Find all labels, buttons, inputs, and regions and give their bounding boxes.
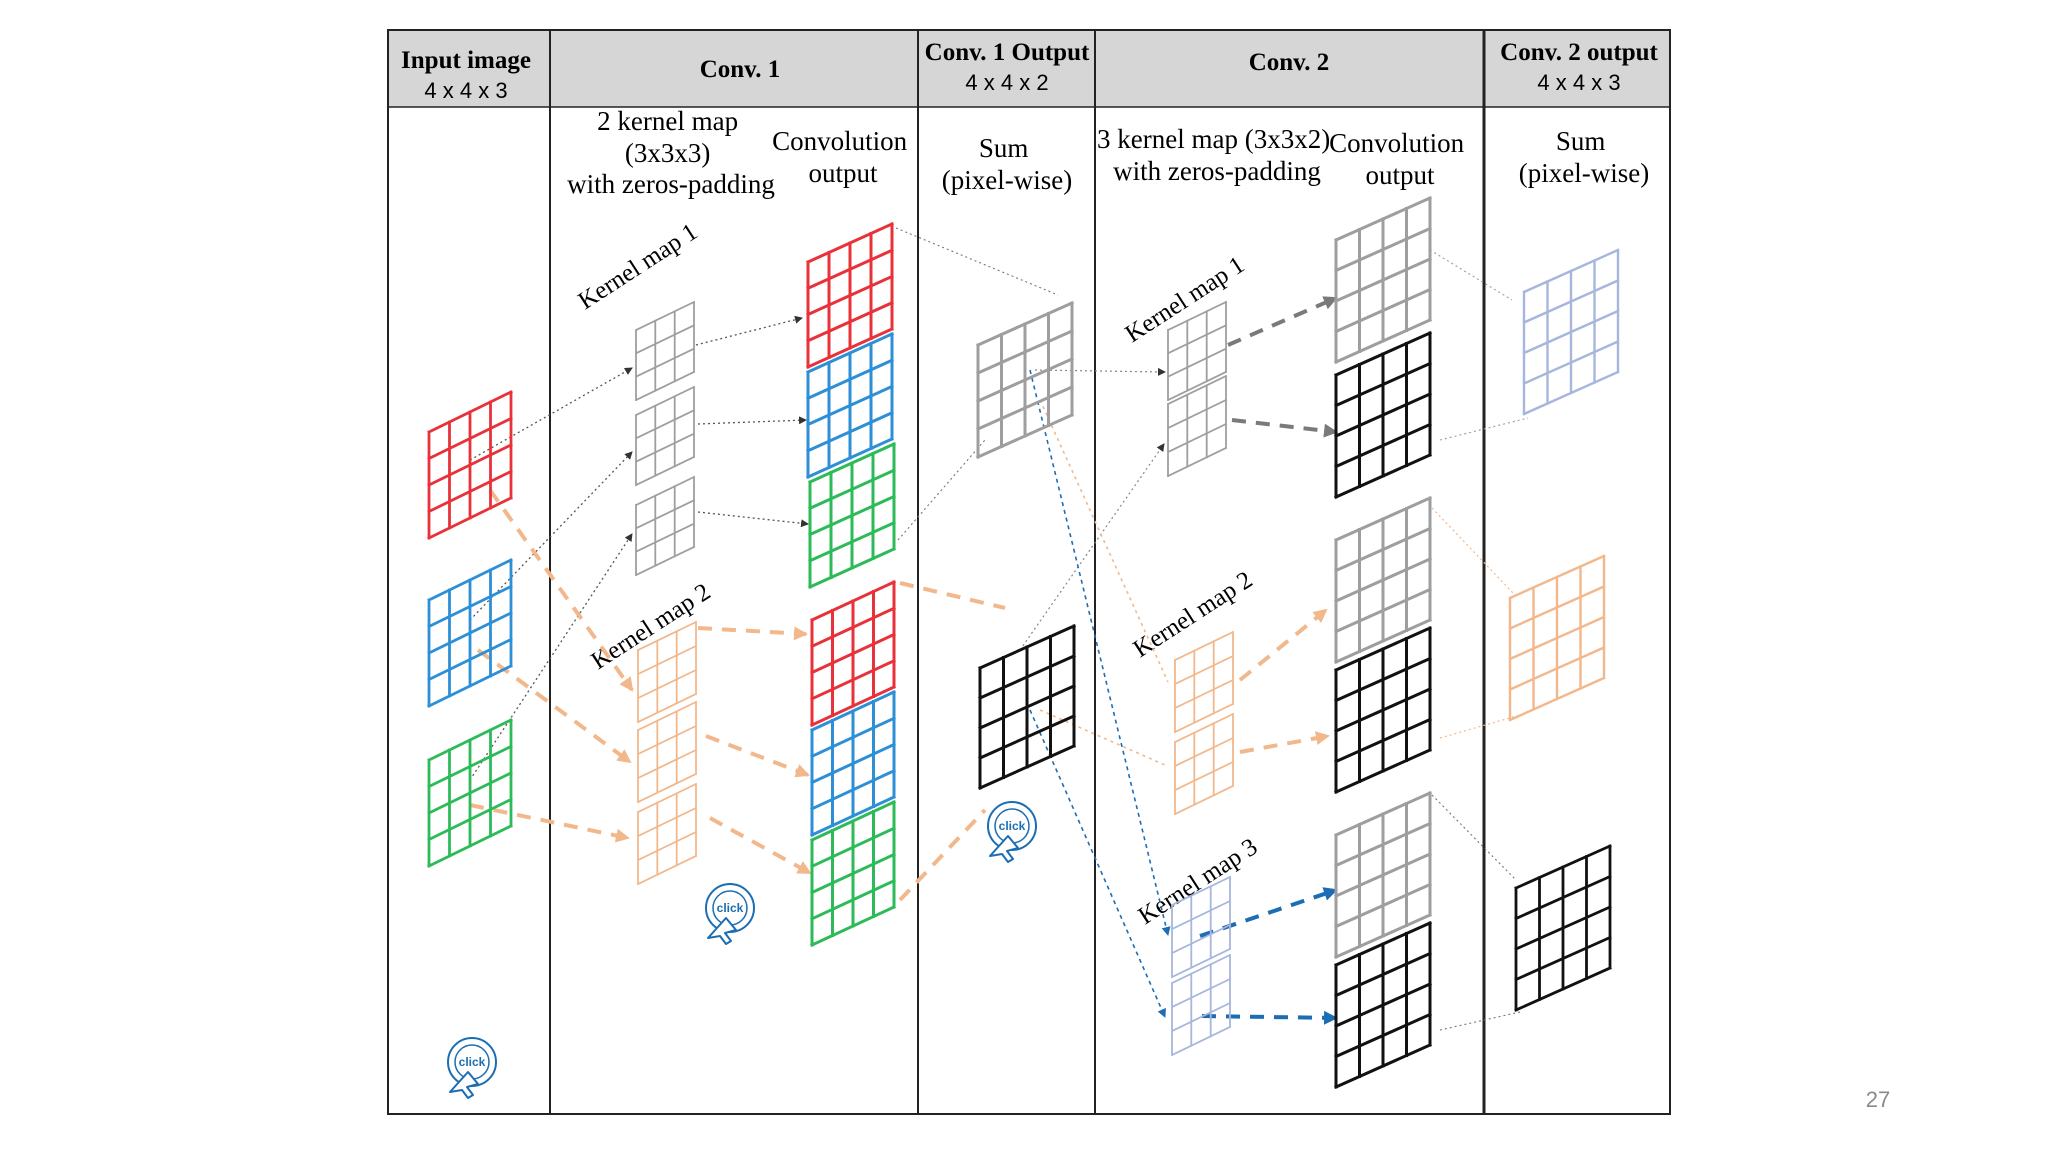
header-conv2-title: Conv. 2 xyxy=(1249,49,1330,76)
click-cursor-icon[interactable]: click xyxy=(705,883,755,945)
input-blue-grid xyxy=(427,558,513,708)
connectors xyxy=(469,227,1529,1031)
connector-peach xyxy=(898,808,987,902)
connector-dotted xyxy=(1431,794,1517,881)
conv1-kernel-note: 2 kernel map (3x3x3) with zeros-padding xyxy=(567,106,775,199)
conv1-kernel1-grid-3 xyxy=(634,475,696,577)
conv2-kernel-map-1-label: Kernel map 1 xyxy=(1121,251,1250,348)
conv1-output-green-2 xyxy=(810,800,896,947)
conv1-kernel1-grid-2 xyxy=(634,385,696,487)
connector-dotted xyxy=(697,511,809,528)
conv1-sum-gray-grid xyxy=(976,301,1074,459)
connector-peach-thin xyxy=(1039,399,1169,683)
conv2-output-gray-1 xyxy=(1334,196,1432,364)
header-conv1-output-title: Conv. 1 Output xyxy=(925,39,1090,66)
conv2-output-note: Convolution output xyxy=(1329,128,1471,190)
header-conv1-title: Conv. 1 xyxy=(700,56,781,83)
connector-peach xyxy=(899,581,1006,610)
conv2-output-black-2 xyxy=(1334,626,1432,794)
click-label: click xyxy=(459,1055,486,1069)
conv2-output-black-1 xyxy=(1334,331,1432,499)
connector-dotted xyxy=(1431,507,1515,595)
connector-peach xyxy=(1239,731,1330,754)
conv2-output-black-3 xyxy=(1334,921,1432,1089)
header-band xyxy=(388,30,1670,107)
table-frame xyxy=(387,29,1671,1115)
connector-dotted xyxy=(1019,443,1165,651)
header-conv2-output-sub: 4 x 4 x 3 xyxy=(1537,70,1620,95)
connector-peach xyxy=(488,488,634,692)
input-green-grid xyxy=(427,718,513,868)
conv2-output-gray-3 xyxy=(1334,791,1432,959)
connector-dotted xyxy=(469,451,633,621)
connector-peach xyxy=(705,734,810,778)
conv2-sum-black-grid xyxy=(1514,844,1612,1012)
click-label: click xyxy=(717,901,744,915)
connector-dotted xyxy=(697,416,807,425)
header-conv2-output-title: Conv. 2 output xyxy=(1500,39,1658,66)
header-conv1-output-sub: 4 x 4 x 2 xyxy=(965,70,1048,95)
conv2-kernel3-grid-1 xyxy=(1170,875,1232,979)
click-icons: click click click xyxy=(447,801,1037,1099)
connector-dotted xyxy=(469,533,633,781)
connector-peach xyxy=(469,803,630,843)
connector-peach-thin xyxy=(1039,709,1166,766)
conv1-output-blue-1 xyxy=(806,332,894,479)
connector-gray xyxy=(1231,418,1338,438)
page-number: 27 xyxy=(1866,1087,1890,1112)
conv2-kernel-map-2-label: Kernel map 2 xyxy=(1129,566,1258,663)
conv1-sum-black-grid xyxy=(978,624,1076,790)
conv1-kernel2-grid-3 xyxy=(636,782,698,886)
connector-dotted xyxy=(469,367,633,461)
conv1-kernel-map-1-label: Kernel map 1 xyxy=(574,218,703,315)
click-cursor-icon[interactable]: click xyxy=(447,1037,497,1099)
conv2-output-gray-2 xyxy=(1334,496,1432,664)
connector-dotted xyxy=(695,315,803,346)
connector-dotted xyxy=(1439,714,1521,739)
connector-peach xyxy=(709,816,812,875)
conv2-kernel2-grid-1 xyxy=(1173,630,1235,734)
conv2-sum-note: Sum (pixel-wise) xyxy=(1519,126,1649,188)
conv1-kernel2-grid-1 xyxy=(636,620,698,724)
conv2-kernel-note: 3 kernel map (3x3x2) with zeros-padding xyxy=(1097,124,1337,186)
conv2-kernel1-grid-1 xyxy=(1166,300,1228,402)
connector-gray xyxy=(1227,296,1338,347)
conv2-kernel3-grid-2 xyxy=(1170,953,1232,1057)
connector-blue-thin xyxy=(1029,369,1171,936)
input-red-grid xyxy=(427,390,513,540)
conv1-kernel1-grid-1 xyxy=(634,300,696,402)
connector-peach xyxy=(1238,608,1328,682)
click-label: click xyxy=(999,819,1026,833)
conv1-output-green-1 xyxy=(808,442,896,589)
conv1-output-blue-2 xyxy=(810,690,896,837)
conv1-output-red-2 xyxy=(810,580,896,727)
conv2-kernel2-grid-2 xyxy=(1173,712,1235,816)
click-cursor-icon[interactable]: click xyxy=(987,801,1037,863)
connector-dotted xyxy=(1439,417,1529,441)
conv2-sum-peach-grid xyxy=(1508,554,1606,722)
header-input-sub: 4 x 4 x 3 xyxy=(424,78,507,103)
conv1-output-note: Convolution output xyxy=(772,126,914,188)
conv1-sum-note: Sum (pixel-wise) xyxy=(942,133,1072,195)
connector-peach xyxy=(697,626,808,641)
connector-dotted xyxy=(895,227,1059,296)
connector-blue xyxy=(1201,1010,1338,1025)
conv1-kernel2-grid-2 xyxy=(636,700,698,804)
connector-dotted xyxy=(1429,249,1513,301)
connector-dotted xyxy=(897,439,986,541)
grids xyxy=(427,196,1620,1089)
connector-dotted xyxy=(1439,1011,1521,1031)
connector-dotted xyxy=(1034,367,1166,376)
conv2-kernel1-grid-2 xyxy=(1166,374,1228,478)
conv2-sum-lavender-grid xyxy=(1522,248,1620,416)
header-input-title: Input image xyxy=(401,47,531,74)
conv1-output-red-1 xyxy=(806,222,894,369)
